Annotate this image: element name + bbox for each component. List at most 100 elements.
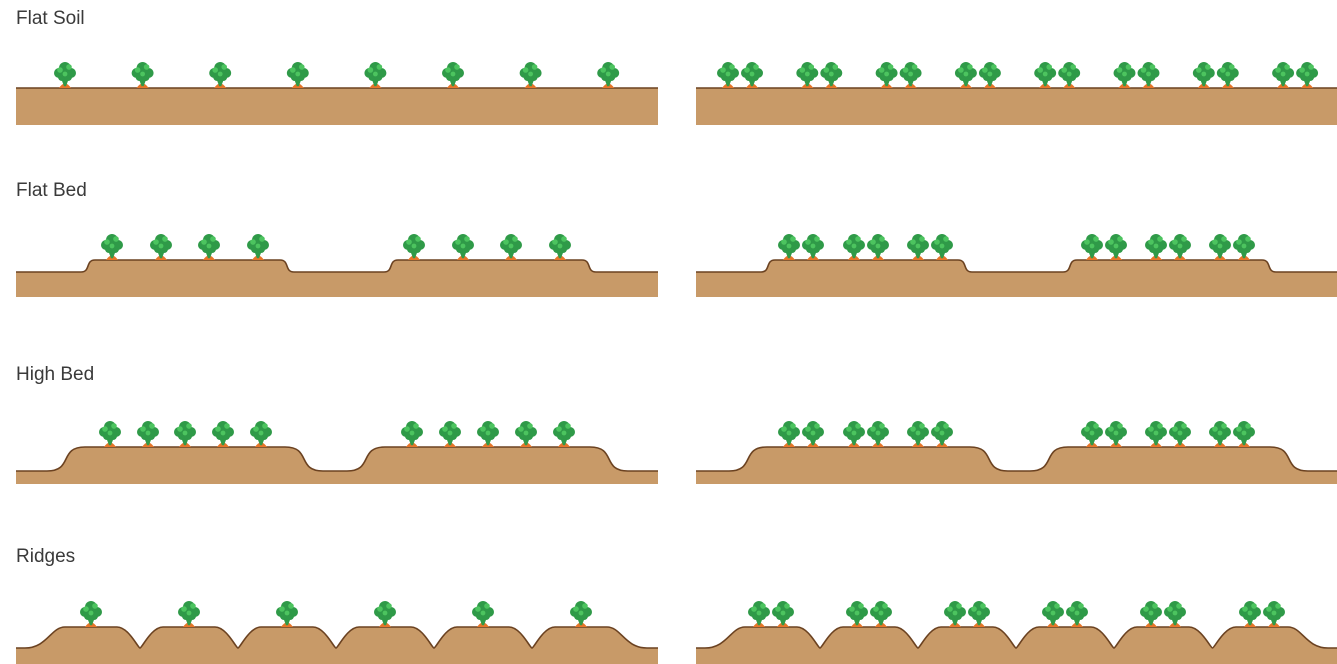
carrot-plant-icon <box>907 421 929 447</box>
high-bed-panel-2 <box>696 421 1337 484</box>
carrot-plant-icon <box>1296 62 1318 88</box>
carrot-plant-icon <box>1138 62 1160 88</box>
flat-bed-panel-1 <box>16 234 658 297</box>
carrot-plant-icon <box>820 62 842 88</box>
carrot-plant-icon <box>276 601 298 627</box>
carrot-plant-icon <box>80 601 102 627</box>
carrot-plant-icon <box>1145 234 1167 260</box>
carrot-plant-icon <box>778 421 800 447</box>
carrot-plant-icon <box>907 234 929 260</box>
carrot-plant-icon <box>843 421 865 447</box>
carrot-plant-icon <box>101 234 123 260</box>
carrot-plant-icon <box>867 234 889 260</box>
carrot-plant-icon <box>1105 234 1127 260</box>
carrot-plant-icon <box>1058 62 1080 88</box>
carrot-plant-icon <box>944 601 966 627</box>
flat-soil-panel-1 <box>16 62 658 125</box>
carrot-plant-icon <box>549 234 571 260</box>
carrot-plant-icon <box>1169 234 1191 260</box>
carrot-plant-icon <box>54 62 76 88</box>
carrot-plant-icon <box>520 62 542 88</box>
carrot-plant-icon <box>1263 601 1285 627</box>
carrot-plant-icon <box>99 421 121 447</box>
carrot-plant-icon <box>802 421 824 447</box>
carrot-plant-icon <box>796 62 818 88</box>
carrot-plant-icon <box>364 62 386 88</box>
carrot-plant-icon <box>772 601 794 627</box>
carrot-plant-icon <box>870 601 892 627</box>
carrot-plant-icon <box>979 62 1001 88</box>
soil-fill <box>696 627 1337 664</box>
carrot-plant-icon <box>570 601 592 627</box>
carrot-plant-icon <box>401 421 423 447</box>
flat-bed-panel-2 <box>696 234 1337 297</box>
carrot-plant-icon <box>968 601 990 627</box>
carrot-plant-icon <box>1066 601 1088 627</box>
carrot-plant-icon <box>867 421 889 447</box>
carrot-plant-icon <box>1105 421 1127 447</box>
soil-fill <box>16 260 658 297</box>
carrot-plant-icon <box>846 601 868 627</box>
carrot-plant-icon <box>1169 421 1191 447</box>
soil-fill <box>696 88 1337 125</box>
carrot-plant-icon <box>212 421 234 447</box>
carrot-plant-icon <box>802 234 824 260</box>
carrot-plant-icon <box>1272 62 1294 88</box>
carrot-plant-icon <box>778 234 800 260</box>
carrot-plant-icon <box>1164 601 1186 627</box>
carrot-plant-icon <box>1217 62 1239 88</box>
ridges-panel-1 <box>16 601 658 664</box>
carrot-plant-icon <box>500 234 522 260</box>
carrot-plant-icon <box>247 234 269 260</box>
carrot-plant-icon <box>137 421 159 447</box>
carrot-plant-icon <box>1233 234 1255 260</box>
carrot-plant-icon <box>150 234 172 260</box>
carrot-plant-icon <box>1042 601 1064 627</box>
carrot-plant-icon <box>553 421 575 447</box>
carrot-plant-icon <box>931 421 953 447</box>
carrot-plant-icon <box>374 601 396 627</box>
soil-fill <box>696 260 1337 297</box>
soil-fill <box>16 447 658 484</box>
soil-fill <box>16 627 658 664</box>
carrot-plant-icon <box>174 421 196 447</box>
carrot-plant-icon <box>439 421 461 447</box>
flat-soil-panel-2 <box>696 62 1337 125</box>
carrot-plant-icon <box>1114 62 1136 88</box>
carrot-plant-icon <box>1239 601 1261 627</box>
carrot-plant-icon <box>1209 421 1231 447</box>
carrot-plant-icon <box>515 421 537 447</box>
carrot-plant-icon <box>209 62 231 88</box>
carrot-plant-icon <box>955 62 977 88</box>
ridges-panel-2 <box>696 601 1337 664</box>
carrot-plant-icon <box>198 234 220 260</box>
carrot-plant-icon <box>442 62 464 88</box>
carrot-plant-icon <box>1081 234 1103 260</box>
carrot-plant-icon <box>250 421 272 447</box>
carrot-plant-icon <box>1209 234 1231 260</box>
carrot-plant-icon <box>1145 421 1167 447</box>
carrot-plant-icon <box>1140 601 1162 627</box>
carrot-plant-icon <box>748 601 770 627</box>
soil-fill <box>16 88 658 125</box>
high-bed-panel-1 <box>16 421 658 484</box>
carrot-plant-icon <box>472 601 494 627</box>
carrot-plant-icon <box>876 62 898 88</box>
carrot-plant-icon <box>452 234 474 260</box>
carrot-plant-icon <box>477 421 499 447</box>
carrot-plant-icon <box>741 62 763 88</box>
carrot-plant-icon <box>1193 62 1215 88</box>
carrot-plant-icon <box>178 601 200 627</box>
carrot-plant-icon <box>843 234 865 260</box>
carrot-plant-icon <box>1034 62 1056 88</box>
carrot-plant-icon <box>287 62 309 88</box>
carrot-plant-icon <box>717 62 739 88</box>
carrot-plant-icon <box>1233 421 1255 447</box>
carrot-plant-icon <box>403 234 425 260</box>
carrot-plant-icon <box>900 62 922 88</box>
carrot-plant-icon <box>132 62 154 88</box>
carrot-plant-icon <box>931 234 953 260</box>
soil-fill <box>696 447 1337 484</box>
carrot-plant-icon <box>1081 421 1103 447</box>
